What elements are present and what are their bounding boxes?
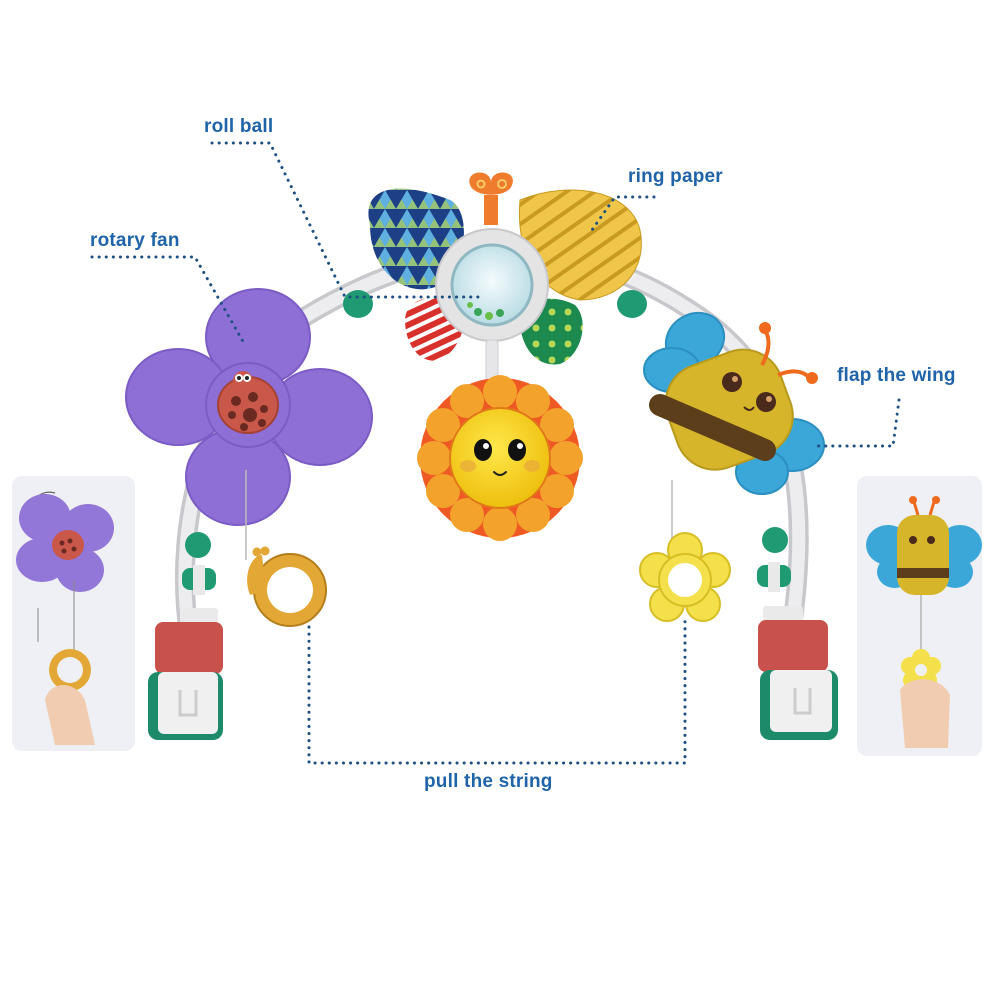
arch-joint <box>343 290 373 318</box>
left-stroller-clip <box>148 532 223 740</box>
rotary-fan-leader <box>90 255 247 347</box>
sun-flower-toy <box>417 375 583 541</box>
rotary-fan-toy <box>125 288 373 526</box>
right-inset-illustration <box>866 496 982 748</box>
flap-wing-leader <box>813 398 901 448</box>
label-rotary-fan: rotary fan <box>90 230 180 251</box>
label-ring-paper: ring paper <box>628 166 723 187</box>
flower-teether-toy <box>639 532 731 622</box>
bee-toy <box>643 311 825 495</box>
ring-paper-leader <box>590 195 656 232</box>
leader-lines <box>90 141 901 765</box>
right-stroller-clip <box>757 527 838 740</box>
left-inset-illustration <box>16 491 114 745</box>
label-pull-the-string: pull the string <box>424 771 553 792</box>
roll-ball-leader <box>210 141 482 299</box>
pull-string-leader <box>307 615 687 765</box>
label-roll-ball: roll ball <box>204 116 274 137</box>
roll-ball <box>450 243 534 327</box>
snail-ring-toy <box>247 546 327 627</box>
label-flap-the-wing: flap the wing <box>837 365 956 386</box>
arch-joint <box>617 290 647 318</box>
